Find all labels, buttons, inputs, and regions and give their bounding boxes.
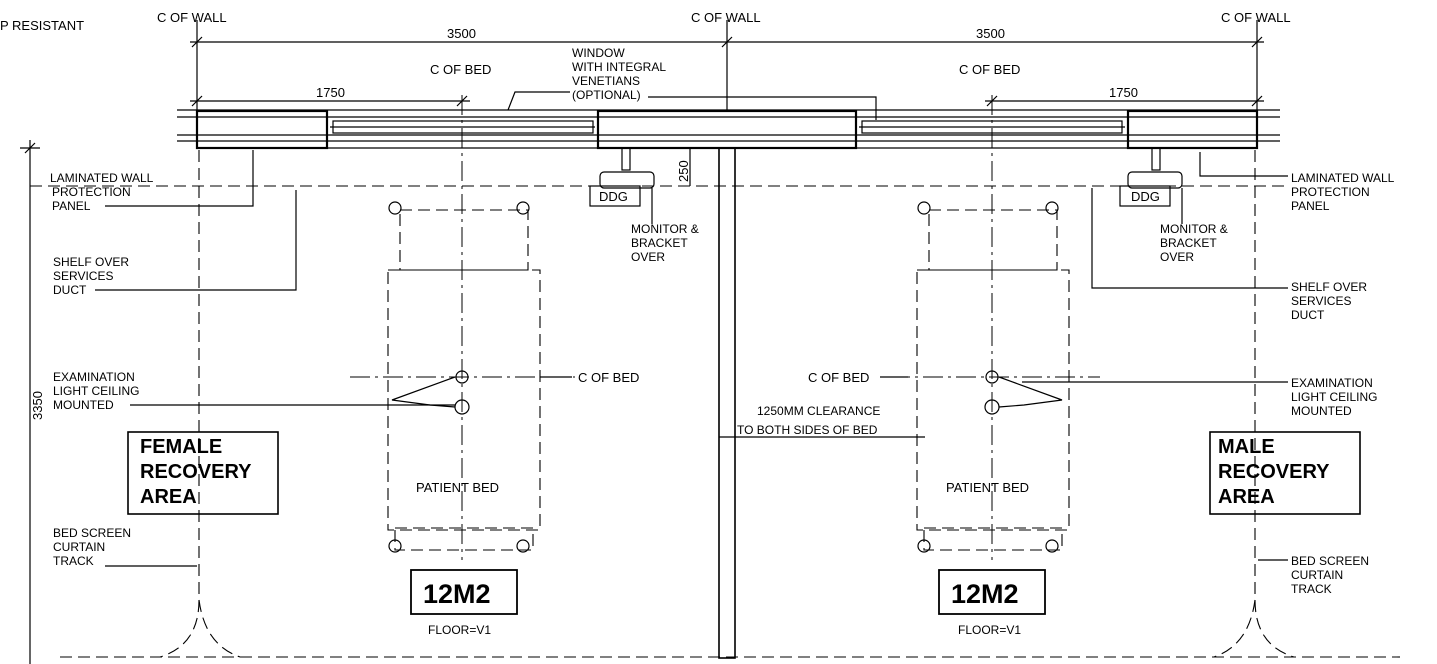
- female-label-2: RECOVERY: [140, 461, 252, 483]
- shelf-right-2: SERVICES: [1291, 294, 1351, 308]
- lam-left-1: LAMINATED WALL: [50, 171, 154, 185]
- monitor-left-2: BRACKET: [631, 236, 688, 250]
- floor-right: FLOOR=V1: [958, 623, 1021, 637]
- dim-1750-left: 1750: [316, 85, 345, 100]
- shelf-left-1: SHELF OVER: [53, 255, 129, 269]
- male-area-box: [1209, 431, 1361, 515]
- lam-left-2: PROTECTION: [52, 185, 131, 199]
- floor-left: FLOOR=V1: [428, 623, 491, 637]
- c-of-bed-mid-right: C OF BED: [808, 370, 869, 385]
- window-wall-strip: [177, 109, 1280, 150]
- screen-right-2: CURTAIN: [1291, 568, 1343, 582]
- ddg-right: DDG: [1131, 189, 1160, 204]
- exam-left-3: MOUNTED: [53, 398, 114, 412]
- dim-250: 250: [676, 160, 691, 182]
- dim-1750-right: 1750: [1109, 85, 1138, 100]
- c-of-wall-right: C OF WALL: [1221, 10, 1291, 25]
- female-area-box: [127, 431, 279, 515]
- area-value-right: 12M2: [951, 579, 1019, 609]
- dim-3500-right: 3500: [976, 26, 1005, 41]
- clearance-line-1: 1250MM CLEARANCE: [757, 404, 880, 418]
- dim-3500-left: 3500: [447, 26, 476, 41]
- lam-right-2: PROTECTION: [1291, 185, 1370, 199]
- left-bed: [350, 95, 575, 560]
- top-left-fragment: P RESISTANT: [0, 18, 84, 33]
- monitor-left-3: OVER: [631, 250, 665, 264]
- exam-left-1: EXAMINATION: [53, 370, 135, 384]
- c-of-wall-mid: C OF WALL: [691, 10, 761, 25]
- patient-bed-right: PATIENT BED: [946, 480, 1029, 495]
- monitor-right-3: OVER: [1160, 250, 1194, 264]
- area-box-left: [410, 569, 518, 615]
- shelf-right-1: SHELF OVER: [1291, 280, 1367, 294]
- exam-right-3: MOUNTED: [1291, 404, 1352, 418]
- exam-left-2: LIGHT CEILING: [53, 384, 139, 398]
- clearance-line-2: TO BOTH SIDES OF BED: [737, 423, 878, 437]
- exam-right-1: EXAMINATION: [1291, 376, 1373, 390]
- top-dimensions: [190, 20, 1264, 110]
- window-line-3: VENETIANS: [572, 74, 640, 88]
- female-label-1: FEMALE: [140, 436, 222, 458]
- c-of-wall-left: C OF WALL: [157, 10, 227, 25]
- window-line-2: WITH INTEGRAL: [572, 60, 666, 74]
- monitor-left: [589, 147, 691, 207]
- shelf-left-2: SERVICES: [53, 269, 113, 283]
- central-partition: [718, 147, 736, 659]
- c-of-bed-top-right: C OF BED: [959, 62, 1020, 77]
- area-value-left: 12M2: [423, 579, 491, 609]
- monitor-right-1: MONITOR &: [1160, 222, 1228, 236]
- patient-bed-left: PATIENT BED: [416, 480, 499, 495]
- shelf-right-3: DUCT: [1291, 308, 1325, 322]
- male-label-2: RECOVERY: [1218, 461, 1330, 483]
- room-boundaries: [20, 140, 1400, 664]
- right-bed: [890, 95, 1100, 560]
- screen-left-1: BED SCREEN: [53, 526, 131, 540]
- male-label-3: AREA: [1218, 486, 1275, 508]
- lam-left-3: PANEL: [52, 199, 91, 213]
- exam-right-2: LIGHT CEILING: [1291, 390, 1377, 404]
- dim-3350: 3350: [30, 391, 45, 420]
- screen-left-2: CURTAIN: [53, 540, 105, 554]
- monitor-right-2: BRACKET: [1160, 236, 1217, 250]
- ddg-left: DDG: [599, 189, 628, 204]
- female-label-3: AREA: [140, 486, 197, 508]
- screen-right-3: TRACK: [1291, 582, 1332, 596]
- c-of-bed-top-left: C OF BED: [430, 62, 491, 77]
- shelf-left-3: DUCT: [53, 283, 87, 297]
- screen-left-3: TRACK: [53, 554, 94, 568]
- screen-right-1: BED SCREEN: [1291, 554, 1369, 568]
- window-line-4: (OPTIONAL): [572, 88, 641, 102]
- lam-right-1: LAMINATED WALL: [1291, 171, 1395, 185]
- male-label-1: MALE: [1218, 436, 1275, 458]
- c-of-bed-mid-left: C OF BED: [578, 370, 639, 385]
- lam-right-3: PANEL: [1291, 199, 1330, 213]
- leader-lines: [95, 91, 1288, 567]
- monitor-left-1: MONITOR &: [631, 222, 699, 236]
- area-box-right: [938, 569, 1046, 615]
- monitor-right: [1119, 147, 1183, 207]
- window-line-1: WINDOW: [572, 46, 625, 60]
